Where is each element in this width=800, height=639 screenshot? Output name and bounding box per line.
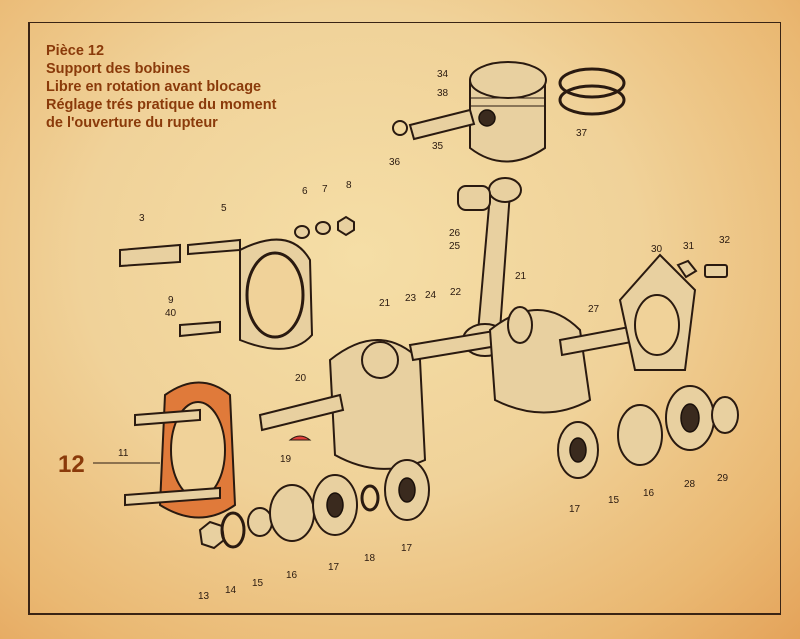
part-number-label: 3: [139, 213, 145, 224]
part-number-label: 29: [717, 473, 729, 484]
part-number-label: 15: [252, 578, 264, 589]
part-number-label: 37: [576, 128, 588, 139]
part-number-label: 20: [295, 373, 307, 384]
part-number-label: 21: [379, 298, 391, 309]
bearings-bottom: [198, 459, 430, 550]
piston-rings: [558, 67, 626, 116]
part-number-label: 5: [221, 203, 227, 214]
part-number-label: 7: [322, 184, 328, 195]
coil-support-plate: [93, 381, 237, 519]
crankshaft: [258, 306, 644, 470]
part-number-label: 6: [302, 186, 308, 197]
part-number-label: 14: [225, 585, 237, 596]
bearings-right: [557, 385, 739, 479]
caption-line: de l'ouverture du rupteur: [46, 115, 218, 131]
part-number-label: 36: [389, 157, 401, 168]
part-number-label: 24: [425, 290, 437, 301]
part-number-label: 34: [437, 69, 449, 80]
part-number-label: 21: [515, 271, 527, 282]
part-number-label: 17: [401, 543, 413, 554]
part-number-label: 18: [364, 553, 376, 564]
part-number-label: 26: [449, 228, 461, 239]
piston: [469, 61, 547, 163]
part-number-label: 13: [198, 591, 210, 602]
caption-line: Réglage trés pratique du moment: [46, 97, 277, 113]
caption-line: Support des bobines: [46, 61, 191, 77]
piston-pin: [392, 108, 476, 141]
timing-plate: [618, 253, 728, 371]
part-number-label: 19: [280, 454, 292, 465]
part-number-label: 8: [346, 180, 352, 191]
part-number-label: 15: [608, 495, 620, 506]
highlight-part-number: 12: [58, 451, 85, 478]
part-number-label: 25: [449, 241, 461, 252]
bearing-flange: [119, 215, 355, 350]
part-number-label: 32: [719, 235, 731, 246]
caption-line: Libre en rotation avant blocage: [46, 79, 262, 95]
part-number-label: 22: [450, 287, 462, 298]
part-number-label: 23: [405, 293, 417, 304]
part-number-label: 16: [286, 570, 298, 581]
caption-block: Pièce 12 Support des bobines Libre en ro…: [46, 42, 276, 132]
part-number-label: 31: [683, 241, 695, 252]
part-number-label: 40: [165, 308, 177, 319]
part-number-label: 17: [328, 562, 340, 573]
part-number-label: 38: [437, 88, 449, 99]
page-frame: [28, 22, 781, 615]
part-number-label: 27: [588, 304, 600, 315]
part-number-label: 30: [651, 244, 663, 255]
part-number-label: 9: [168, 295, 174, 306]
part-number-label: 16: [643, 488, 655, 499]
part-number-label: 11: [118, 448, 129, 459]
part-number-label: 28: [684, 479, 696, 490]
part-number-label: 35: [432, 141, 444, 152]
part-number-label: 17: [569, 504, 581, 515]
caption-line: Pièce 12: [46, 43, 105, 59]
